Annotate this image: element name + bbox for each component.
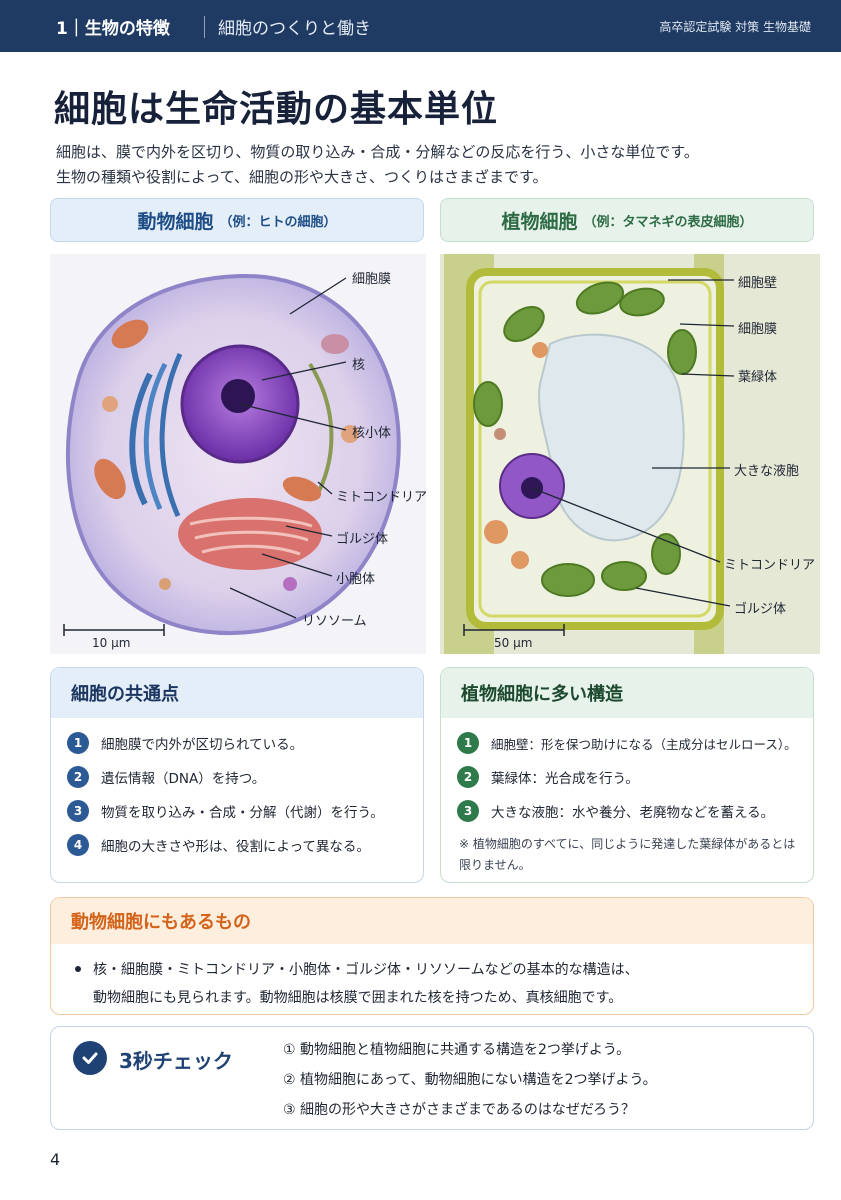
number-badge: 1 bbox=[457, 732, 479, 754]
quick-check-box: 3秒チェック ① 動物細胞と植物細胞に共通する構造を2つ挙げよう。 ② 植物細胞… bbox=[50, 1026, 814, 1130]
common-points-box: 細胞の共通点 1 細胞膜で内外が区切られている。 2 遺伝情報（DNA）を持つ。… bbox=[50, 667, 424, 883]
list-item-text: 大きな液胞：水や養分、老廃物などを蓄える。 bbox=[491, 805, 775, 821]
number-badge: 3 bbox=[457, 800, 479, 822]
animal-also-line: 動物細胞にも見られます。動物細胞は核膜で囲まれた核を持つため、真核細胞です。 bbox=[93, 990, 623, 1006]
animal-cell-heading: 動物細胞 （例：ヒトの細胞） bbox=[50, 198, 424, 242]
animal-also-box: 動物細胞にもあるもの 核・細胞膜・ミトコンドリア・小胞体・ゴルジ体・リソソームな… bbox=[50, 897, 814, 1015]
label-golgi: ゴルジ体 bbox=[336, 532, 389, 547]
lead-line: 細胞は、膜で内外を区切り、物質の取り込み・合成・分解などの反応を行う、小さな単位… bbox=[56, 143, 699, 161]
label-vacuole: 大きな液胞 bbox=[734, 464, 800, 479]
list-item: 3 物質を取り込み・合成・分解（代謝）を行う。 bbox=[67, 800, 384, 822]
plant-cell-example: （例：タマネギの表皮細胞） bbox=[583, 214, 753, 230]
label-nucleolus: 核小体 bbox=[352, 426, 392, 441]
common-points-title: 細胞の共通点 bbox=[51, 668, 423, 718]
animal-also-line-text: 核・細胞膜・ミトコンドリア・小胞体・ゴルジ体・リソソームなどの基本的な構造は、 bbox=[93, 962, 639, 978]
page-number: 4 bbox=[50, 1150, 61, 1169]
list-item: 2 葉緑体：光合成を行う。 bbox=[457, 766, 639, 788]
label-lysosome: リソソーム bbox=[302, 614, 367, 629]
label-cell-wall: 細胞壁 bbox=[738, 276, 778, 291]
plant-cell-figure: 細胞壁 細胞膜 葉緑体 大きな液胞 ミトコンドリア ゴルジ体 50 μm bbox=[440, 254, 820, 654]
plant-note: ※ 植物細胞のすべてに、同じように発達した葉緑体があるとは限りません。 bbox=[459, 837, 796, 872]
label-nucleus: 核 bbox=[352, 358, 366, 373]
chapter-label: 1｜生物の特徴 bbox=[56, 19, 170, 39]
number-badge: 1 bbox=[67, 732, 89, 754]
number-badge: 3 bbox=[67, 800, 89, 822]
check-question: ② 植物細胞にあって、動物細胞にない構造を2つ挙げよう。 bbox=[283, 1072, 657, 1088]
animal-cell-figure: 細胞膜 核 核小体 ミトコンドリア ゴルジ体 小胞体 リソソーム 10 μm bbox=[50, 254, 428, 654]
check-question: ① 動物細胞と植物細胞に共通する構造を2つ挙げよう。 bbox=[283, 1042, 631, 1058]
plant-cell-title: 植物細胞 bbox=[501, 210, 578, 233]
list-item-text: 物質を取り込み・合成・分解（代謝）を行う。 bbox=[101, 805, 384, 821]
page-title: 細胞は生命活動の基本単位 bbox=[54, 89, 499, 130]
quick-check-title: 3秒チェック bbox=[119, 1049, 233, 1073]
plant-scale-label: 50 μm bbox=[494, 636, 533, 650]
label-chloroplast: 葉緑体 bbox=[738, 370, 778, 385]
check-question: ③ 細胞の形や大きさがさまざまであるのはなぜだろう？ bbox=[283, 1102, 636, 1118]
animal-also-title: 動物細胞にもあるもの bbox=[51, 898, 813, 944]
label-plant-membrane: 細胞膜 bbox=[738, 322, 778, 337]
label-er: 小胞体 bbox=[336, 572, 376, 587]
plant-structures-title: 植物細胞に多い構造 bbox=[441, 668, 813, 718]
header-band: 1｜生物の特徴 細胞のつくりと働き 高卒認定試験 対策 生物基礎 bbox=[0, 0, 841, 52]
list-item-text: 遺伝情報（DNA）を持つ。 bbox=[101, 771, 266, 787]
animal-also-text: 核・細胞膜・ミトコンドリア・小胞体・ゴルジ体・リソソームなどの基本的な構造は、 … bbox=[75, 956, 639, 1012]
header-divider bbox=[204, 16, 205, 38]
list-item-text: 細胞の大きさや形は、役割によって異なる。 bbox=[101, 839, 370, 855]
animal-also-line: 核・細胞膜・ミトコンドリア・小胞体・ゴルジ体・リソソームなどの基本的な構造は、 bbox=[75, 956, 639, 984]
lead-text: 細胞は、膜で内外を区切り、物質の取り込み・合成・分解などの反応を行う、小さな単位… bbox=[56, 140, 816, 190]
number-badge: 2 bbox=[457, 766, 479, 788]
plant-cell-heading: 植物細胞 （例：タマネギの表皮細胞） bbox=[440, 198, 814, 242]
number-badge: 2 bbox=[67, 766, 89, 788]
lead-line: 生物の種類や役割によって、細胞の形や大きさ、つくりはさまざまです。 bbox=[56, 168, 548, 186]
list-item-text: 細胞壁：形を保つ助けになる（主成分はセルロース）。 bbox=[491, 736, 797, 752]
animal-cell-example: （例：ヒトの細胞） bbox=[219, 214, 337, 230]
list-item-text: 葉緑体：光合成を行う。 bbox=[491, 771, 639, 787]
list-item: 3 大きな液胞：水や養分、老廃物などを蓄える。 bbox=[457, 800, 774, 822]
list-item: 4 細胞の大きさや形は、役割によって異なる。 bbox=[67, 834, 370, 856]
series-label: 高卒認定試験 対策 生物基礎 bbox=[659, 20, 811, 34]
list-item: 1 細胞膜で内外が区切られている。 bbox=[67, 732, 303, 754]
plant-structures-box: 植物細胞に多い構造 1 細胞壁：形を保つ助けになる（主成分はセルロース）。 2 … bbox=[440, 667, 814, 883]
list-item: 2 遺伝情報（DNA）を持つ。 bbox=[67, 766, 265, 788]
animal-cell-title: 動物細胞 bbox=[137, 210, 214, 233]
animal-cell-illustration bbox=[50, 254, 426, 654]
plant-cell-illustration bbox=[440, 254, 820, 654]
bullet-icon bbox=[75, 966, 81, 972]
animal-scale-label: 10 μm bbox=[92, 636, 131, 650]
list-item: 1 細胞壁：形を保つ助けになる（主成分はセルロース）。 bbox=[457, 732, 797, 754]
label-cell-membrane: 細胞膜 bbox=[352, 272, 392, 287]
section-subject: 細胞のつくりと働き bbox=[218, 19, 371, 39]
label-plant-golgi: ゴルジ体 bbox=[734, 602, 787, 617]
label-plant-mitochondria: ミトコンドリア bbox=[724, 558, 816, 573]
number-badge: 4 bbox=[67, 834, 89, 856]
label-mitochondria: ミトコンドリア bbox=[336, 490, 428, 505]
list-item-text: 細胞膜で内外が区切られている。 bbox=[101, 737, 304, 753]
checkmark-icon bbox=[73, 1041, 107, 1075]
